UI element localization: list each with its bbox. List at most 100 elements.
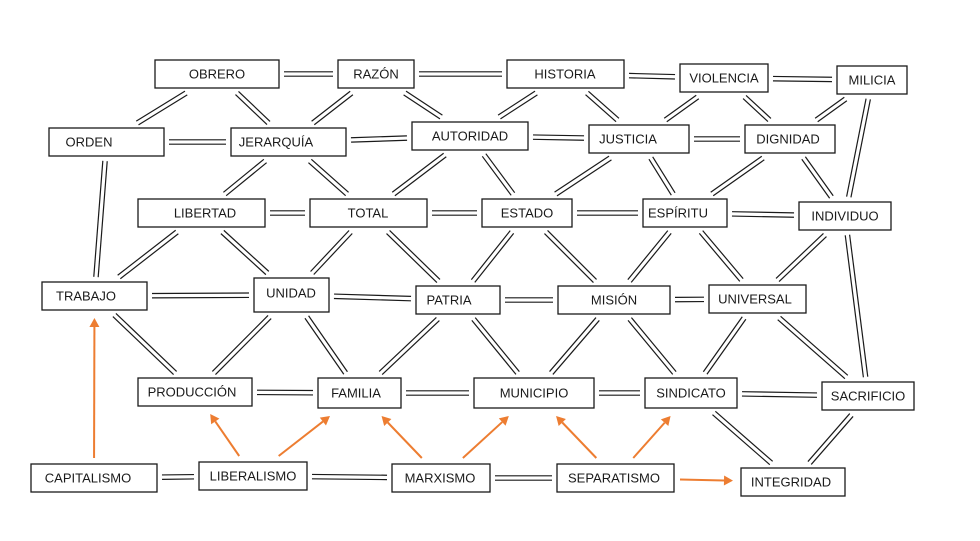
links-layer: [93, 71, 871, 481]
node-justicia: JUSTICIA: [588, 124, 690, 154]
node-milicia: MILICIA: [836, 65, 908, 95]
link-razon-jerarquia: [311, 90, 354, 126]
link-justicia-dignidad: [694, 136, 740, 142]
link-sindicato-integridad: [712, 410, 774, 466]
node-label-integridad: INTEGRIDAD: [751, 475, 831, 490]
link-municipio-sindicato: [599, 390, 640, 396]
link-obrero-jerarquia: [235, 90, 271, 126]
node-mision: MISIÓN: [557, 285, 671, 315]
link-orden-jerarquia: [169, 139, 226, 145]
link-justicia-estado: [554, 155, 612, 197]
node-marxismo: MARXISMO: [391, 463, 491, 493]
arrows-layer: [89, 318, 733, 486]
node-patria: PATRIA: [415, 285, 501, 315]
link-universal-sindicato: [702, 316, 747, 375]
link-justicia-espiritu: [648, 156, 676, 196]
arrow-capitalismo-trabajo: [89, 318, 100, 459]
node-label-dignidad: DIGNIDAD: [756, 132, 820, 147]
node-razon: RAZÓN: [337, 59, 415, 89]
node-label-trabajo: TRABAJO: [56, 289, 116, 304]
link-estado-patria: [470, 230, 515, 283]
link-unidad-produccion: [211, 315, 272, 375]
link-sindicato-sacrificio: [741, 391, 818, 398]
arrow-marxismo-familia: [381, 416, 423, 459]
node-estado: ESTADO: [481, 198, 573, 228]
link-historia-justicia: [585, 90, 620, 123]
link-individuo-universal: [775, 232, 827, 283]
node-label-mision: MISIÓN: [591, 293, 637, 308]
node-label-unidad: UNIDAD: [266, 286, 316, 301]
node-label-historia: HISTORIA: [534, 67, 595, 82]
link-libertad-trabajo: [117, 229, 179, 280]
node-label-justicia: JUSTICIA: [599, 132, 657, 147]
node-familia: FAMILIA: [317, 377, 402, 409]
link-mision-universal: [674, 296, 705, 303]
link-estado-espiritu: [577, 210, 638, 216]
link-trabajo-unidad: [151, 292, 250, 299]
node-label-razon: RAZÓN: [353, 67, 399, 82]
node-label-violencia: VIOLENCIA: [689, 71, 759, 86]
node-sacrificio: SACRIFICIO: [821, 381, 915, 411]
node-label-separatismo: SEPARATISMO: [568, 471, 660, 486]
link-marxismo-separatismo: [495, 475, 552, 481]
link-autoridad-estado: [481, 153, 516, 196]
link-historia-autoridad: [497, 90, 538, 120]
node-dignidad: DIGNIDAD: [744, 124, 836, 154]
node-label-libertad: LIBERTAD: [174, 206, 236, 221]
link-total-unidad: [310, 230, 353, 275]
link-violencia-justicia: [663, 94, 700, 123]
link-historia-violencia: [628, 72, 676, 80]
link-espiritu-individuo: [731, 211, 795, 218]
link-milicia-individuo: [846, 98, 871, 198]
link-violencia-milicia: [772, 75, 833, 83]
link-violencia-dignidad: [742, 94, 772, 123]
link-patria-mision: [505, 297, 553, 303]
link-produccion-familia: [256, 389, 314, 396]
node-label-espiritu: ESPÍRITU: [648, 206, 708, 221]
link-unidad-familia: [304, 315, 348, 375]
node-label-individuo: INDIVIDUO: [811, 209, 878, 224]
link-trabajo-produccion: [112, 312, 178, 376]
link-liberalismo-marxismo: [311, 473, 388, 481]
link-autoridad-justicia: [532, 134, 585, 141]
node-obrero: OBRERO: [154, 59, 280, 89]
link-universal-sacrificio: [777, 315, 849, 380]
node-sindicato: SINDICATO: [644, 377, 738, 409]
node-label-sindicato: SINDICATO: [656, 386, 726, 401]
node-label-patria: PATRIA: [426, 293, 471, 308]
node-autoridad: AUTORIDAD: [411, 121, 529, 151]
node-label-jerarquia: JERARQUÍA: [239, 135, 314, 150]
link-patria-familia: [378, 316, 440, 376]
link-patria-municipio: [471, 317, 520, 375]
node-produccion: PRODUCCIÓN: [137, 377, 253, 407]
link-familia-municipio: [406, 390, 469, 396]
node-label-obrero: OBRERO: [189, 67, 245, 82]
link-espiritu-universal: [698, 230, 744, 282]
node-orden: ORDEN: [48, 127, 165, 157]
link-jerarquia-autoridad: [350, 135, 408, 143]
arrow-separatismo-integridad: [679, 475, 733, 486]
link-obrero-razon: [284, 71, 333, 77]
node-total: TOTAL: [309, 198, 428, 228]
link-razon-autoridad: [403, 90, 443, 120]
link-jerarquia-total: [308, 158, 349, 197]
link-total-estado: [432, 210, 477, 216]
node-historia: HISTORIA: [506, 59, 625, 89]
arrow-separatismo-municipio: [556, 416, 598, 459]
node-label-total: TOTAL: [348, 206, 389, 221]
arrow-separatismo-sindicato: [632, 416, 671, 459]
node-liberalismo: LIBERALISMO: [198, 461, 308, 491]
node-label-orden: ORDEN: [66, 135, 113, 150]
node-label-milicia: MILICIA: [849, 73, 896, 88]
node-label-produccion: PRODUCCIÓN: [148, 385, 237, 400]
node-violencia: VIOLENCIA: [679, 63, 769, 93]
link-jerarquia-libertad: [223, 158, 267, 197]
arrow-liberalismo-produccion: [210, 414, 241, 457]
link-autoridad-total: [391, 152, 447, 197]
node-label-familia: FAMILIA: [331, 386, 381, 401]
link-obrero-orden: [135, 90, 188, 126]
node-individuo: INDIVIDUO: [798, 201, 892, 231]
node-libertad: LIBERTAD: [137, 198, 266, 228]
node-separatismo: SEPARATISMO: [556, 463, 675, 493]
link-mision-municipio: [549, 317, 600, 375]
